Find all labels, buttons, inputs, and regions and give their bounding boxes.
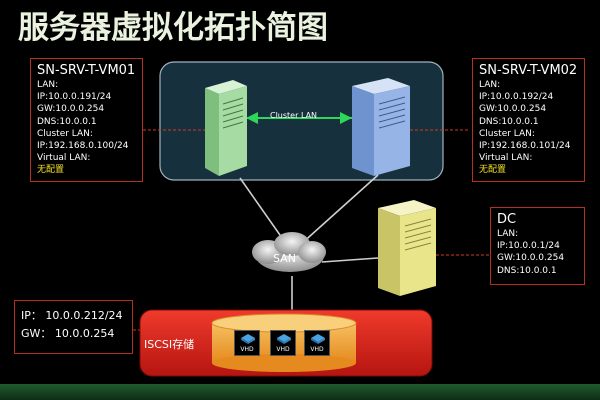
san-label: SAN bbox=[273, 252, 296, 265]
info-line: Cluster LAN: bbox=[479, 128, 535, 139]
vhd-label: VHD bbox=[310, 346, 324, 353]
info-line: LAN: bbox=[497, 229, 519, 239]
info-box-storage: IP： 10.0.0.212/24 GW： 10.0.0.254 bbox=[14, 300, 133, 354]
info-line: DNS:10.0.0.1 bbox=[497, 265, 557, 276]
info-line: IP:10.0.0.192/24 bbox=[479, 92, 554, 103]
info-line: Cluster LAN: bbox=[37, 128, 93, 139]
info-box-vm01: SN-SRV-T-VM01 LAN: IP:10.0.0.191/24 GW:1… bbox=[30, 58, 143, 182]
info-line: 无配置 bbox=[37, 165, 65, 176]
info-line: GW:10.0.0.254 bbox=[497, 253, 565, 264]
vhd-label: VHD bbox=[276, 346, 290, 353]
info-box-title: DC bbox=[497, 212, 517, 227]
info-line: DNS:10.0.0.1 bbox=[37, 116, 97, 127]
info-box-title: SN-SRV-T-VM01 bbox=[37, 63, 136, 78]
san-cloud-icon bbox=[252, 232, 326, 272]
info-line: IP:192.168.0.101/24 bbox=[479, 141, 571, 152]
vhd-disk-icon: VHD bbox=[270, 330, 296, 356]
info-line: IP:10.0.0.191/24 bbox=[37, 92, 112, 103]
server-vm01-icon bbox=[205, 80, 247, 176]
info-line: DNS:10.0.0.1 bbox=[479, 116, 539, 127]
vhd-label: VHD bbox=[240, 346, 254, 353]
info-line: Virtual LAN: bbox=[479, 153, 533, 164]
info-line: 无配置 bbox=[479, 165, 507, 176]
info-line: GW:10.0.0.254 bbox=[479, 104, 547, 115]
server-dc-icon bbox=[378, 200, 436, 296]
vhd-disk-icon: VHD bbox=[304, 330, 330, 356]
info-line: GW： 10.0.0.254 bbox=[21, 327, 115, 340]
diagram-title: 服务器虚拟化拓扑简图 bbox=[18, 10, 328, 46]
info-line: IP:192.168.0.100/24 bbox=[37, 141, 129, 152]
info-line: LAN: bbox=[37, 80, 59, 90]
info-box-dc: DC LAN: IP:10.0.0.1/24 GW:10.0.0.254 DNS… bbox=[490, 207, 585, 285]
cluster-lan-label: Cluster LAN bbox=[270, 111, 318, 120]
info-box-title: SN-SRV-T-VM02 bbox=[479, 63, 578, 78]
info-line: IP:10.0.0.1/24 bbox=[497, 241, 560, 252]
info-line: Virtual LAN: bbox=[37, 153, 91, 164]
iscsi-storage-label: ISCSI存储 bbox=[144, 338, 195, 351]
info-line: GW:10.0.0.254 bbox=[37, 104, 105, 115]
info-line: IP： 10.0.0.212/24 bbox=[21, 309, 123, 322]
info-line: LAN: bbox=[479, 80, 501, 90]
server-vm02-icon bbox=[352, 78, 410, 176]
vhd-disk-icon: VHD bbox=[234, 330, 260, 356]
info-box-vm02: SN-SRV-T-VM02 LAN: IP:10.0.0.192/24 GW:1… bbox=[472, 58, 585, 182]
bottom-bar bbox=[0, 384, 600, 400]
